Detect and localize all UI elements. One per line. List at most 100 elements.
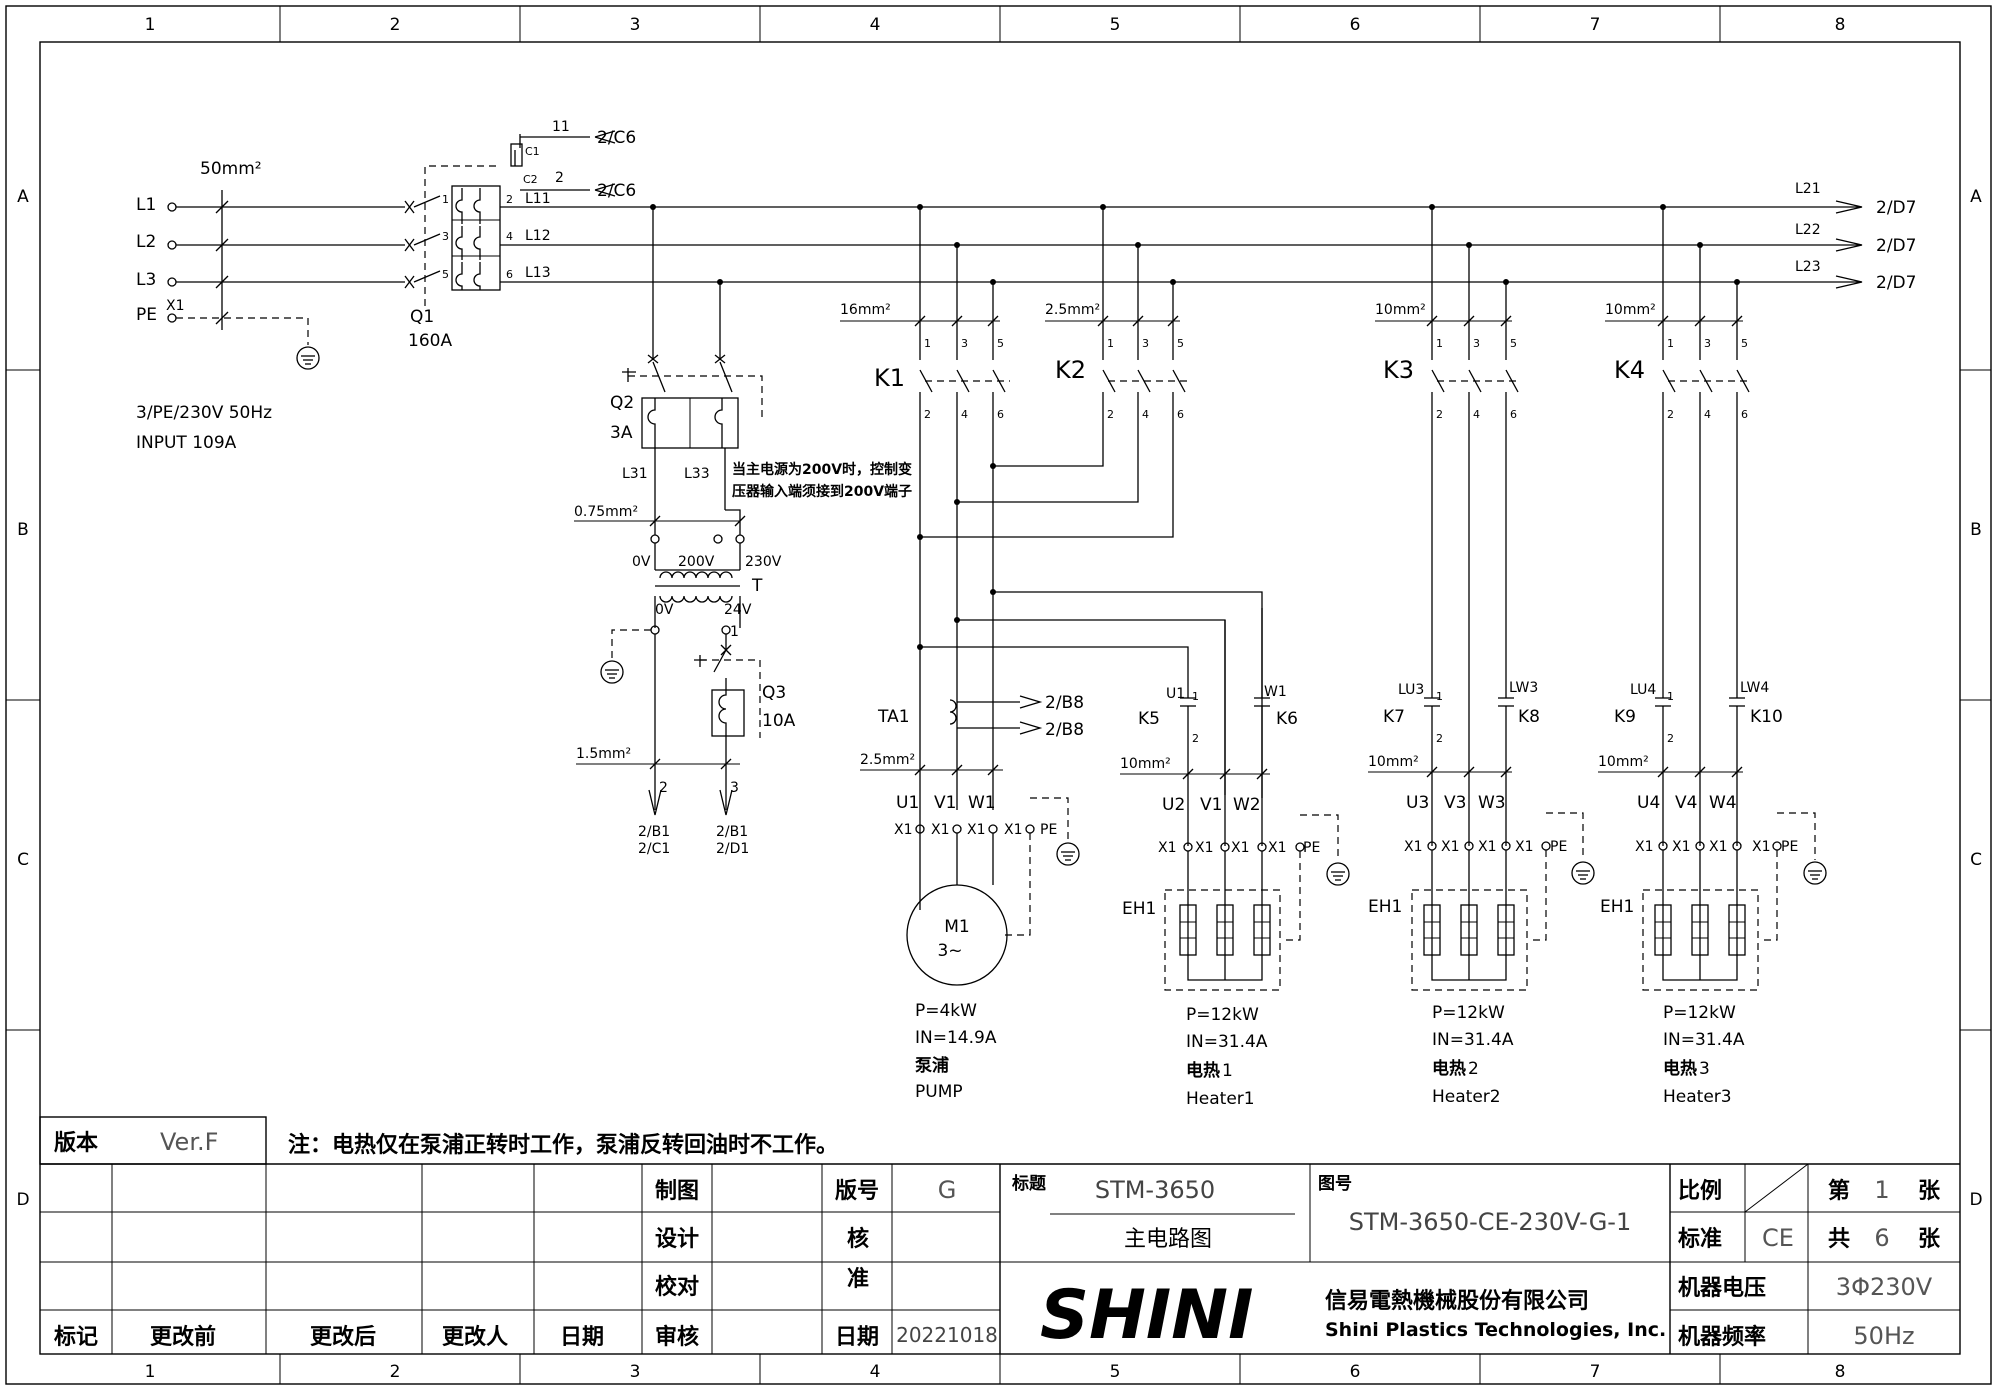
k1-contact-out: 6: [997, 408, 1004, 421]
busbars: L11 L12 L13 L21 L22 L23 2/D7 2/D7 2/D7: [500, 181, 1916, 293]
heater2-terminal: U3: [1406, 793, 1429, 813]
k2-cable: 2.5mm²: [1045, 302, 1100, 318]
voltage-label: 机器电压: [1678, 1276, 1766, 1301]
pump-label-cn: 泵浦: [915, 1055, 949, 1076]
control-note-line2: 压器输入端须接到200V端子: [732, 483, 912, 500]
q1-terminal-out: 6: [506, 268, 513, 281]
k7-name: K7: [1383, 707, 1405, 727]
heater2-num: 2: [1468, 1059, 1479, 1079]
row-label-right: B: [1970, 520, 1982, 540]
pump-cable: 2.5mm²: [860, 752, 915, 768]
pump-terminal-u: U1: [896, 793, 919, 813]
sheet-prefix: 第: [1828, 1178, 1850, 1204]
freq-label: 机器频率: [1678, 1324, 1766, 1350]
heater3-label-en: Heater3: [1663, 1087, 1732, 1107]
date-label: 日期: [835, 1325, 879, 1350]
control-cable: 0.75mm²: [574, 504, 638, 520]
version-no-label: 版号: [835, 1179, 879, 1204]
ct-ref: 2/B8: [1045, 693, 1084, 713]
rev-header-before: 更改前: [150, 1324, 216, 1350]
q3-name: Q3: [762, 683, 786, 703]
k5-contact: 1: [1192, 690, 1199, 703]
control-line-label: L31: [622, 466, 648, 482]
heater1-label-cn: 电热: [1186, 1060, 1220, 1081]
heater3-cable: 10mm²: [1598, 754, 1649, 770]
role-drawn: 制图: [655, 1179, 699, 1204]
row-label-right: D: [1969, 1190, 1982, 1210]
k3-contact-out: 6: [1510, 408, 1517, 421]
ground-icon: [1056, 842, 1080, 866]
transformer-primary-200v: 200V: [678, 554, 715, 570]
k3-contact-out: 2: [1436, 408, 1443, 421]
drawing-no: STM-3650-CE-230V-G-1: [1349, 1208, 1631, 1236]
version-box: 版本 Ver.F 注：电热仅在泵浦正转时工作，泵浦反转回油时不工作。: [39, 1116, 838, 1165]
heater3-eh: EH1: [1600, 897, 1634, 917]
heater2-eh: EH1: [1368, 897, 1402, 917]
col-label-bottom: 1: [145, 1362, 156, 1382]
heater3-current: IN=31.4A: [1663, 1030, 1745, 1050]
col-label-top: 2: [390, 15, 401, 35]
secondary-terminal: 1: [730, 624, 739, 640]
k3-name: K3: [1383, 356, 1414, 384]
q2-name: Q2: [610, 393, 634, 413]
transformer-name: T: [751, 576, 763, 596]
standard-value: CE: [1762, 1224, 1794, 1252]
k3-contact-in: 1: [1436, 337, 1443, 350]
control-out-ref: 2/D1: [716, 841, 749, 857]
sheet-no: 1: [1874, 1176, 1889, 1204]
k2-contact-in: 3: [1142, 337, 1149, 350]
pump-power: P=4kW: [915, 1001, 977, 1021]
heater3-label-cn: 电热: [1663, 1058, 1697, 1079]
total-no: 6: [1874, 1224, 1889, 1252]
heater1-eh: EH1: [1122, 899, 1156, 919]
col-label-bottom: 3: [630, 1362, 641, 1382]
col-label-top: 1: [145, 15, 156, 35]
pump-current: IN=14.9A: [915, 1028, 997, 1048]
heater3-tb: X1: [1709, 839, 1728, 855]
col-label-bottom: 4: [870, 1362, 881, 1382]
scale-label: 比例: [1678, 1179, 1722, 1204]
k1-cable: 16mm²: [840, 302, 891, 318]
total-unit: 张: [1918, 1227, 1941, 1252]
k6-name: K6: [1276, 709, 1298, 729]
phase-label-l1: L1: [136, 195, 156, 215]
k1-name: K1: [874, 364, 905, 392]
k1-contact-in: 1: [924, 337, 931, 350]
voltage-value: 3Φ230V: [1836, 1273, 1933, 1301]
k1-contact-out: 4: [961, 408, 968, 421]
pump-terminal-v: V1: [934, 793, 956, 813]
k2-contact-out: 4: [1142, 408, 1149, 421]
phase-label-l2: L2: [136, 232, 156, 252]
q3-rating: 10A: [762, 711, 796, 731]
bus-ref: 2/D7: [1876, 198, 1916, 218]
company-name-en: Shini Plastics Technologies, Inc.: [1325, 1319, 1666, 1341]
k4-contact-in: 1: [1667, 337, 1674, 350]
heater1-label-en: Heater1: [1186, 1089, 1255, 1109]
q1-terminal-out: 2: [506, 193, 513, 206]
pump-tb: X1: [894, 822, 913, 838]
phase-label-l3: L3: [136, 270, 156, 290]
heater3-terminal: W4: [1709, 793, 1737, 813]
k2-contact-out: 6: [1177, 408, 1184, 421]
k7-label: LU3: [1398, 682, 1424, 698]
bus-label-l13: L13: [525, 265, 551, 281]
control-note-line1: 当主电源为200V时，控制变: [732, 461, 912, 478]
heater-branch-2: LU3 LW3 1 2 K7 K8 10mm² U3 V3 W3 X1 X1 X…: [1368, 680, 1595, 1107]
k1-contact-in: 5: [997, 337, 1004, 350]
col-label-bottom: 5: [1110, 1362, 1121, 1382]
heater2-terminal: W3: [1478, 793, 1506, 813]
role-design: 设计: [655, 1227, 699, 1252]
pump-terminal-w: W1: [968, 793, 996, 813]
heater3-power: P=12kW: [1663, 1003, 1736, 1023]
heater2-pe: PE: [1550, 839, 1567, 855]
bus-label-l12: L12: [525, 228, 551, 244]
bus-label-l11: L11: [525, 191, 551, 207]
heater2-power: P=12kW: [1432, 1003, 1505, 1023]
k5-label: U1: [1166, 686, 1185, 702]
heater1-current: IN=31.4A: [1186, 1032, 1268, 1052]
ct-ref: 2/B8: [1045, 720, 1084, 740]
total-prefix: 共: [1828, 1227, 1850, 1252]
ground-icon: [1571, 861, 1595, 885]
control-out-terminal: 3: [730, 780, 739, 796]
